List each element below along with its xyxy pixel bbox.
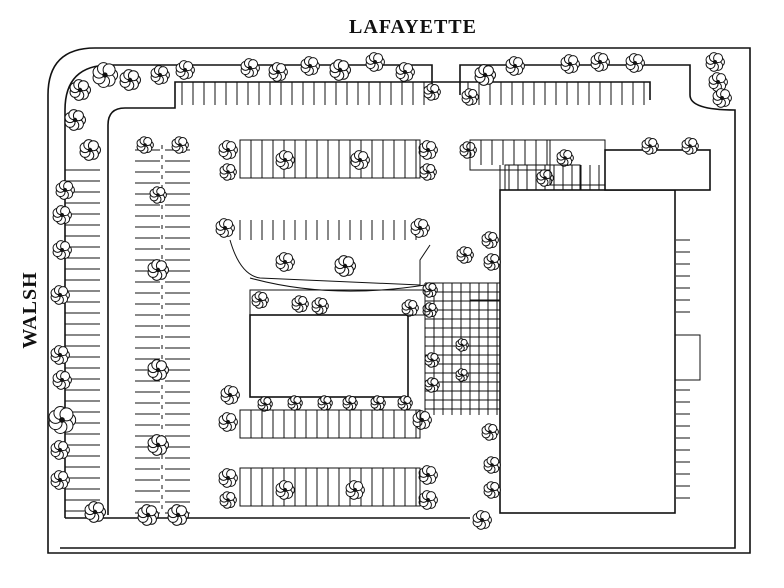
tree-icon xyxy=(459,141,477,159)
tree-icon xyxy=(137,504,159,526)
tree-icon xyxy=(505,56,525,76)
tree-icon xyxy=(119,69,141,91)
tree-icon xyxy=(334,255,356,277)
tree-icon xyxy=(410,218,430,238)
tree-icon xyxy=(412,410,432,430)
tree-icon xyxy=(365,52,385,72)
tree-icon xyxy=(50,440,70,460)
tree-icon xyxy=(461,88,479,106)
tree-icon xyxy=(147,434,169,456)
tree-icon xyxy=(419,163,437,181)
tree-icon xyxy=(50,285,70,305)
tree-icon xyxy=(257,396,273,412)
tree-icon xyxy=(218,412,238,432)
tree-icon xyxy=(483,456,501,474)
tree-icon xyxy=(483,253,501,271)
parking-stalls xyxy=(65,82,690,515)
tree-icon xyxy=(136,136,154,154)
tree-icon xyxy=(418,140,438,160)
tree-icon xyxy=(641,137,659,155)
tree-icon xyxy=(708,72,728,92)
tree-icon xyxy=(423,83,441,101)
tree-icon xyxy=(147,259,169,281)
tree-icon xyxy=(251,291,269,309)
tree-icon xyxy=(625,53,645,73)
tree-icon xyxy=(481,231,499,249)
tree-icon xyxy=(474,64,496,86)
tree-icon xyxy=(219,163,237,181)
tree-icon xyxy=(536,169,554,187)
tree-icon xyxy=(481,423,499,441)
tree-icon xyxy=(590,52,610,72)
tree-icon xyxy=(240,58,260,78)
tree-icon xyxy=(55,180,75,200)
tree-icon xyxy=(79,139,101,161)
tree-icon xyxy=(456,246,474,264)
tree-icon xyxy=(50,345,70,365)
landscape-trees xyxy=(48,52,732,530)
tree-icon xyxy=(300,56,320,76)
tree-icon xyxy=(175,60,195,80)
tree-icon xyxy=(483,481,501,499)
tree-icon xyxy=(64,109,86,131)
tree-icon xyxy=(287,395,303,411)
tree-icon xyxy=(275,480,295,500)
tree-icon xyxy=(370,395,386,411)
tree-icon xyxy=(149,186,167,204)
tree-icon xyxy=(220,385,240,405)
tree-icon xyxy=(455,368,469,382)
tree-icon xyxy=(350,150,370,170)
tree-icon xyxy=(395,62,415,82)
tree-icon xyxy=(218,140,238,160)
tree-icon xyxy=(215,218,235,238)
main-building xyxy=(499,189,676,514)
pad-building xyxy=(249,314,409,398)
tree-icon xyxy=(681,137,699,155)
tree-icon xyxy=(48,406,77,434)
tree-icon xyxy=(401,299,419,317)
tree-icon xyxy=(705,52,725,72)
tree-icon xyxy=(52,240,72,260)
tree-icon xyxy=(317,395,333,411)
tree-icon xyxy=(418,465,438,485)
tree-icon xyxy=(150,65,170,85)
tree-icon xyxy=(397,395,413,411)
tree-icon xyxy=(345,480,365,500)
tree-icon xyxy=(52,205,72,225)
tree-icon xyxy=(712,88,732,108)
north-wing-building xyxy=(604,149,711,191)
tree-icon xyxy=(147,359,169,381)
property-boundary xyxy=(47,47,751,554)
tree-icon xyxy=(291,295,309,313)
tree-icon xyxy=(455,338,469,352)
tree-icon xyxy=(275,150,295,170)
tree-icon xyxy=(69,79,91,101)
tree-icon xyxy=(50,470,70,490)
tree-icon xyxy=(329,59,351,81)
tree-icon xyxy=(275,252,295,272)
tree-icon xyxy=(418,490,438,510)
tree-icon xyxy=(424,352,440,368)
tree-icon xyxy=(556,149,574,167)
tree-icon xyxy=(219,491,237,509)
tree-icon xyxy=(167,504,189,526)
street-label-lafayette: LAFAYETTE xyxy=(349,16,477,38)
tree-icon xyxy=(472,510,492,530)
tree-icon xyxy=(342,395,358,411)
tree-icon xyxy=(311,297,329,315)
parking-islands xyxy=(229,139,606,507)
plaza-planter xyxy=(469,299,501,401)
tree-icon xyxy=(84,501,106,523)
tree-icon xyxy=(52,370,72,390)
tree-icon xyxy=(424,377,440,393)
tree-icon xyxy=(560,54,580,74)
tree-icon xyxy=(92,62,119,88)
street-label-walsh: WALSH xyxy=(19,271,41,348)
tree-icon xyxy=(218,468,238,488)
tree-icon xyxy=(268,62,288,82)
tree-icon xyxy=(422,282,438,298)
building-service-dock xyxy=(675,334,701,381)
tree-icon xyxy=(171,136,189,154)
